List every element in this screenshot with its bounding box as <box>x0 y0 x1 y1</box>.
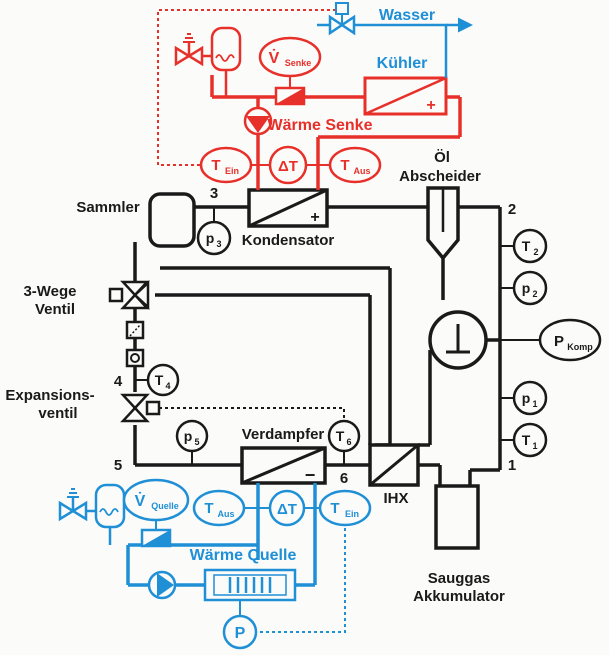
sink-control-line <box>157 9 342 166</box>
node-3-label: 3 <box>210 185 218 202</box>
three-way-label-1: 3-Wege <box>23 283 76 300</box>
source-t-aus-sensor <box>192 489 246 527</box>
water-label: Wasser <box>379 7 435 24</box>
suction-accumulator <box>434 484 480 550</box>
source-t-ein-sensor <box>318 489 372 527</box>
heater-power-label: P <box>235 625 246 642</box>
v-quelle-main: V̇ <box>135 492 146 510</box>
source-flow-meter <box>122 478 190 522</box>
src-t-ein-main: T <box>330 500 339 517</box>
source-label: Wärme Quelle <box>190 547 297 564</box>
src-t-aus-sub: Aus <box>217 509 234 519</box>
receiver-label: Sammler <box>76 199 140 216</box>
sauggas-label: Sauggas <box>428 570 491 587</box>
p2-sensor <box>512 270 548 306</box>
node-2-label: 2 <box>508 201 516 218</box>
sink-t-aus-main: T <box>340 157 349 174</box>
node-6-label: 6 <box>340 470 348 487</box>
v-senke-main: V̇ <box>269 49 280 67</box>
src-t-aus-main: T <box>204 500 213 517</box>
sink-label: Wärme Senke <box>268 117 373 134</box>
t6-sub: 6 <box>346 437 351 447</box>
sink-delta-t: ΔT <box>278 158 298 175</box>
source-control-line <box>260 500 346 633</box>
sight-glass <box>125 348 145 368</box>
p-komp-main: P <box>554 333 564 350</box>
sink-expansion-tank <box>210 26 242 72</box>
t4-sub: 4 <box>165 381 170 391</box>
evaporator-minus: − <box>305 465 316 485</box>
p1-main: p <box>522 390 531 406</box>
p-komp-sub: Komp <box>567 342 593 352</box>
t4-main: T <box>155 372 164 388</box>
filter-dryer <box>125 320 145 340</box>
condenser-diagonal <box>248 188 328 228</box>
evaporator-label: Verdampfer <box>242 426 325 443</box>
t1-sub: 1 <box>532 441 537 451</box>
sink-t-aus-sensor <box>328 146 382 184</box>
t4-sensor <box>146 363 180 397</box>
p5-sub: 5 <box>194 437 199 447</box>
water-valve <box>317 2 356 36</box>
expansion-label-1: Expansions- <box>5 387 94 404</box>
node-5-label: 5 <box>114 457 122 474</box>
src-delta-t: ΔT <box>277 501 297 518</box>
separator-label: Abscheider <box>399 168 481 185</box>
p5-sensor <box>175 419 209 453</box>
source-expansion-tank <box>94 483 126 529</box>
p3-sensor <box>196 220 232 256</box>
p1-sensor <box>512 380 548 416</box>
heater-power-sensor <box>222 614 258 650</box>
p3-main: p <box>206 230 215 246</box>
akkumulator-label: Akkumulator <box>413 588 505 605</box>
p3-sub: 3 <box>216 239 221 249</box>
p1-sub: 1 <box>532 399 537 409</box>
sink-t-ein-sub: Ein <box>225 166 239 176</box>
expansion-control-line <box>159 407 345 420</box>
node-1-label: 1 <box>508 457 516 474</box>
cooler-plus: + <box>426 97 435 114</box>
t6-main: T <box>336 428 345 444</box>
node-4-label: 4 <box>114 373 123 390</box>
ihx-label: IHX <box>383 490 408 507</box>
condenser-plus: + <box>310 209 319 226</box>
receiver-tank <box>148 192 196 248</box>
p2-sub: 2 <box>532 289 537 299</box>
three-way-valve <box>108 280 150 310</box>
t2-sub: 2 <box>533 247 538 257</box>
three-way-label-2: Ventil <box>35 301 75 318</box>
expansion-valve <box>120 393 161 423</box>
sink-safety-valve <box>174 33 212 67</box>
v-quelle-sub: Quelle <box>151 501 179 511</box>
oil-label: Öl <box>434 149 450 166</box>
src-t-ein-sub: Ein <box>345 509 359 519</box>
sink-t-ein-main: T <box>211 157 220 174</box>
p5-main: p <box>184 428 193 444</box>
sink-t-aus-sub: Aus <box>353 166 370 176</box>
p2-main: p <box>522 280 531 296</box>
t2-sensor <box>512 228 548 264</box>
compressor-power-sensor <box>538 318 602 362</box>
v-senke-sub: Senke <box>285 58 312 68</box>
sink-t-ein-sensor <box>199 146 253 184</box>
t1-sensor <box>512 422 548 458</box>
expansion-label-2: ventil <box>38 405 77 422</box>
t1-main: T <box>522 432 531 448</box>
condenser-label: Kondensator <box>242 232 335 249</box>
t2-main: T <box>522 238 531 254</box>
cooler-label: Kühler <box>377 55 428 72</box>
source-safety-valve <box>58 488 96 522</box>
